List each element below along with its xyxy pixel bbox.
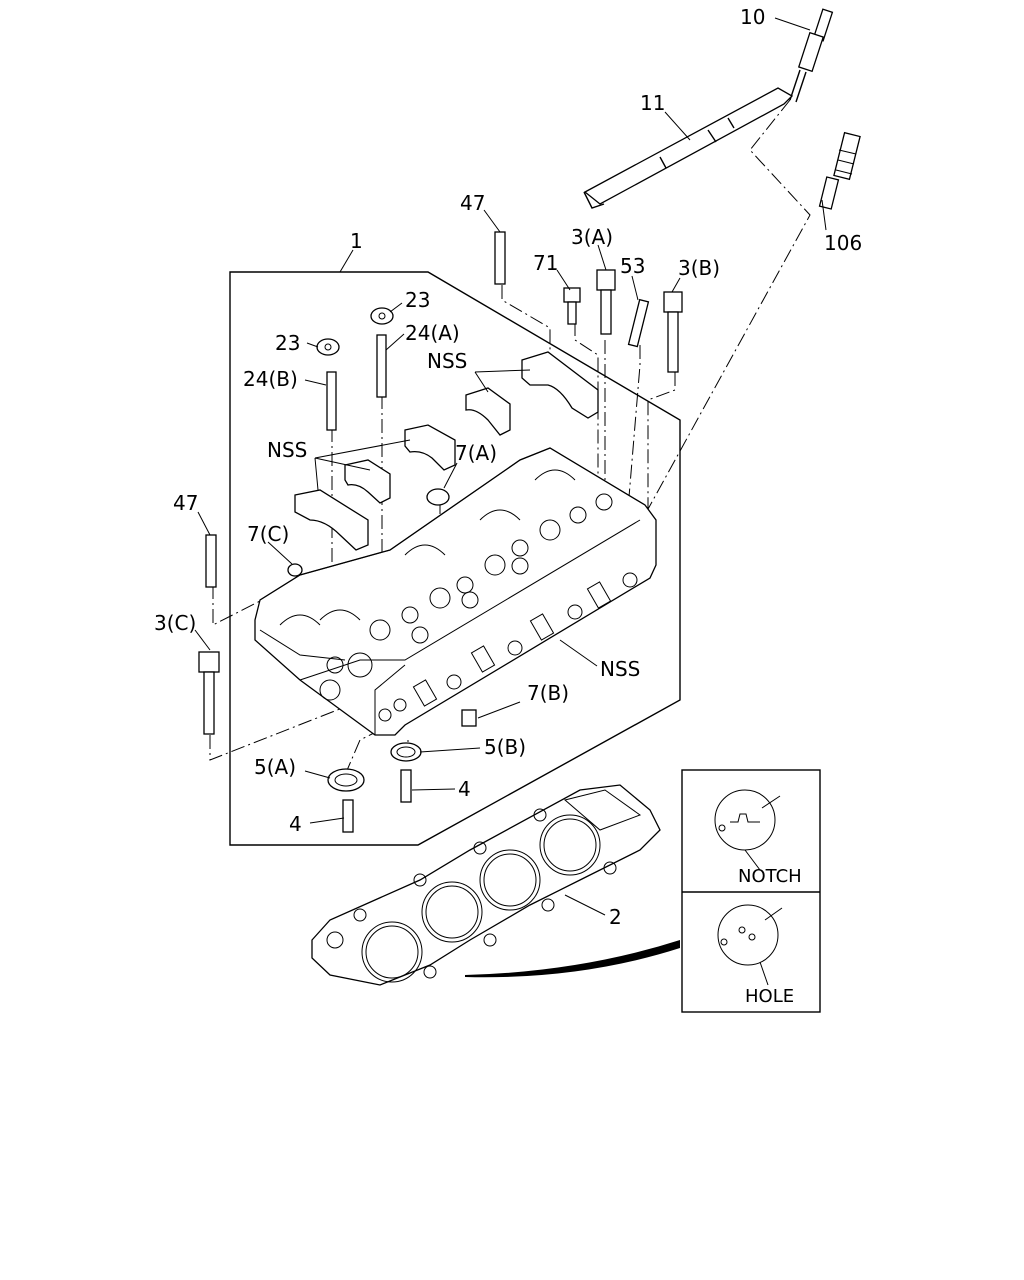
callout-nss-top: NSS [427, 349, 467, 373]
detail-box [681, 769, 821, 1013]
stud-part-24a [376, 334, 387, 398]
callout-2: 2 [609, 905, 622, 929]
seal-part-5b [390, 742, 422, 762]
plug-part-7b [461, 709, 477, 727]
glow-plug-connector-part-11 [583, 87, 794, 209]
callout-nss-mid: NSS [267, 438, 307, 462]
callout-23-a: 23 [405, 288, 430, 312]
head-gasket-part-2 [311, 784, 661, 986]
stud-part-47-top [494, 231, 506, 285]
callout-47-top: 47 [460, 191, 485, 215]
callout-3a: 3(A) [571, 225, 613, 249]
glow-plug-part-10 [789, 8, 834, 103]
callout-5a: 5(A) [254, 755, 296, 779]
detail-pointer [465, 940, 680, 978]
callout-47-left: 47 [173, 491, 198, 515]
callout-7b: 7(B) [527, 681, 569, 705]
plug-part-7a [426, 488, 450, 506]
detail-label-notch: NOTCH [738, 866, 802, 887]
hole-detail-illustration [717, 904, 783, 986]
callout-4-right: 4 [458, 777, 471, 801]
glow-plug-part-106 [818, 131, 861, 210]
stud-part-53 [627, 298, 650, 348]
callout-3b: 3(B) [678, 256, 720, 280]
callout-24a: 24(A) [405, 321, 460, 345]
dowel-part-4-right [400, 769, 412, 803]
callout-106: 106 [824, 231, 862, 255]
callout-7c: 7(C) [247, 522, 289, 546]
callout-7a: 7(A) [455, 441, 497, 465]
bolt-part-3a [596, 269, 616, 335]
stud-part-47-left [205, 534, 217, 588]
callout-71: 71 [533, 251, 558, 275]
seal-part-5a [327, 768, 365, 792]
callout-nss-side: NSS [600, 657, 640, 681]
callout-11: 11 [640, 91, 665, 115]
callout-53: 53 [620, 254, 645, 278]
callout-3c: 3(C) [154, 611, 196, 635]
callout-1: 1 [350, 229, 363, 253]
bolt-part-3c [198, 651, 220, 735]
callout-5b: 5(B) [484, 735, 526, 759]
nut-part-23-b [316, 338, 340, 356]
nut-part-23-a [370, 307, 394, 325]
callout-23-b: 23 [275, 331, 300, 355]
leader-lines [194, 17, 827, 916]
cylinder-head-assembly-outline [229, 271, 681, 846]
dowel-part-4-left [342, 799, 354, 833]
plug-part-7c [287, 563, 303, 577]
stud-part-24b [326, 371, 337, 431]
bolt-part-3b [663, 291, 683, 373]
bolt-part-71 [563, 287, 581, 325]
camshaft-caps [294, 351, 599, 551]
cylinder-head-body [254, 447, 657, 736]
callout-10: 10 [740, 5, 765, 29]
detail-label-hole: HOLE [745, 986, 794, 1007]
callout-24b: 24(B) [243, 367, 298, 391]
notch-detail-illustration [714, 789, 781, 871]
callout-4-left: 4 [289, 812, 302, 836]
